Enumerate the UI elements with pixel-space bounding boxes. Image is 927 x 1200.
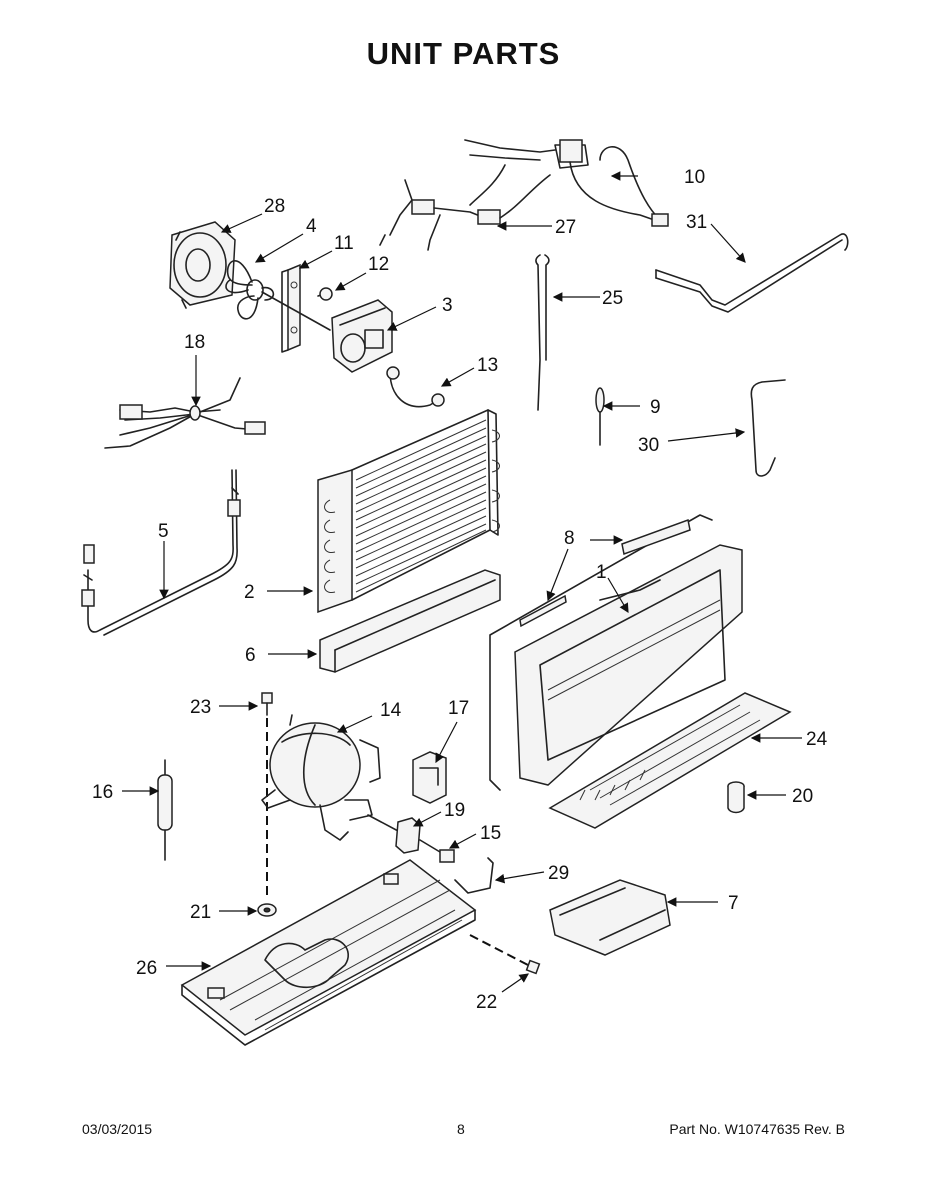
power-cord-part xyxy=(464,139,669,227)
callout-30: 30 xyxy=(638,435,659,456)
callout-9: 9 xyxy=(650,397,661,418)
callout-22: 22 xyxy=(476,992,497,1013)
callout-14: 14 xyxy=(380,700,402,721)
callout-21: 21 xyxy=(190,902,211,923)
relay-cover-part xyxy=(412,751,447,804)
callout-5: 5 xyxy=(158,521,169,542)
callout-labels: 1 2 3 4 5 6 7 8 9 10 11 12 13 14 15 16 1… xyxy=(92,167,828,1013)
heater-loop-part xyxy=(655,233,849,313)
harness-plug-part xyxy=(386,366,445,408)
fan-blade-part xyxy=(225,260,275,320)
callout-3: 3 xyxy=(442,295,453,316)
callout-25: 25 xyxy=(602,288,623,309)
stud-bolt-part xyxy=(261,692,273,900)
callout-16: 16 xyxy=(92,782,113,803)
callout-7: 7 xyxy=(728,893,739,914)
drier-part xyxy=(157,759,173,861)
footer-date: 03/03/2015 xyxy=(82,1121,153,1137)
compressor-part xyxy=(261,714,381,841)
callout-26: 26 xyxy=(136,958,157,979)
wire-harness-part xyxy=(104,377,266,449)
base-pan-part xyxy=(180,859,529,1046)
screw-part xyxy=(317,287,333,301)
callout-27: 27 xyxy=(555,217,576,238)
callout-15: 15 xyxy=(480,823,501,844)
grommet-mount-part xyxy=(257,903,277,917)
page-title: UNIT PARTS xyxy=(366,36,561,71)
callout-11: 11 xyxy=(334,233,354,254)
callout-1: 1 xyxy=(596,562,607,583)
callout-2: 2 xyxy=(244,582,255,603)
footer-part-number: Part No. W10747635 Rev. B xyxy=(669,1121,845,1137)
tube-part xyxy=(535,254,550,411)
tube-bent-part xyxy=(750,379,786,477)
callout-10: 10 xyxy=(684,167,705,188)
callout-19: 19 xyxy=(444,800,465,821)
water-valve-line-part xyxy=(81,469,241,636)
thermistor-part xyxy=(595,387,605,446)
callout-31: 31 xyxy=(686,212,707,233)
frame-part xyxy=(489,514,743,791)
fan-shroud-part xyxy=(169,221,236,309)
drain-tray-part xyxy=(319,569,501,673)
grille-part xyxy=(548,692,792,829)
callout-4: 4 xyxy=(306,216,317,237)
condenser-part xyxy=(317,409,500,614)
footer-page-number: 8 xyxy=(457,1121,465,1137)
callout-23: 23 xyxy=(190,697,211,718)
motor-bracket-part xyxy=(281,263,301,353)
leader-lines xyxy=(122,171,802,993)
gasket-strip-part xyxy=(519,518,691,628)
callout-17: 17 xyxy=(448,698,469,719)
bolt-part xyxy=(525,959,541,975)
bracket-cover-part xyxy=(549,879,671,956)
callout-6: 6 xyxy=(245,645,256,666)
start-relay-part xyxy=(367,814,421,854)
callout-18: 18 xyxy=(184,332,205,353)
callout-13: 13 xyxy=(477,355,498,376)
callout-28: 28 xyxy=(264,196,285,217)
harness-junction-part xyxy=(379,174,551,251)
fan-motor-part xyxy=(261,291,393,373)
callout-29: 29 xyxy=(548,863,569,884)
grommet-part xyxy=(727,781,745,814)
callout-8: 8 xyxy=(564,528,575,549)
clip-part xyxy=(454,857,494,894)
callout-12: 12 xyxy=(368,254,389,275)
callout-20: 20 xyxy=(792,786,813,807)
relay-cap-part xyxy=(419,839,455,863)
callout-24: 24 xyxy=(806,729,828,750)
